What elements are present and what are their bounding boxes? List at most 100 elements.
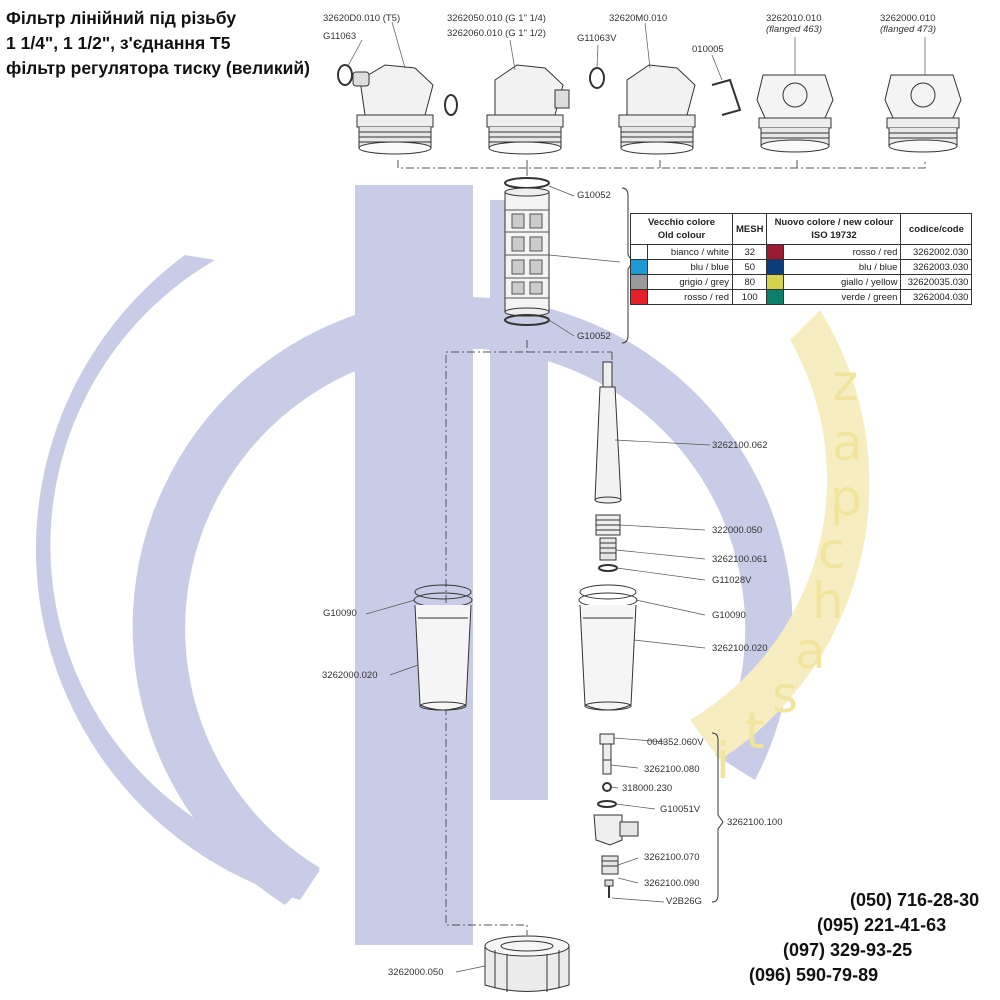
adapter-061 [599,537,617,561]
bracket [711,732,724,903]
mesh-value: 32 [731,244,768,260]
part-label: 3262050.010 (G 1" 1/4) [447,13,546,24]
watermark-letter: h [812,572,844,630]
part-label: G10052 [577,190,611,201]
new-color-name: rosso / red [783,244,902,260]
title-line: 1 1/4", 1 1/2", з'єднання Т5 [6,33,231,53]
header-old-colour: Vecchio colore Old colour [630,213,733,245]
old-color-name: rosso / red [647,289,733,305]
header-text: Old colour [657,230,706,241]
part-label: 004352.060V [647,737,704,748]
watermark-logo-left-arc [35,255,320,900]
part-label: G10090 [712,610,746,621]
housing-m [618,64,696,155]
watermark-letter: z [832,354,858,412]
part-code: 3262004.030 [900,289,973,305]
part-label: 322000.050 [712,525,763,536]
part-label: G10090 [323,608,357,619]
housing-flanged-473 [884,74,962,153]
watermark-letter: i [716,732,730,790]
new-color-name: verde / green [783,289,902,305]
part-label: 3262100.070 [644,852,700,863]
table-row: bianco / white 32 rosso / red 3262002.03… [630,244,973,260]
housing-flanged-463 [756,74,834,153]
adapter-322000 [595,514,621,536]
old-color-name: bianco / white [647,244,733,260]
watermark-letter: a [832,414,863,472]
part-label: G10051V [660,804,701,815]
rod [594,361,622,504]
part-label: 3262000.020 [322,670,378,681]
clip-010005 [711,78,742,116]
phone-number[interactable]: (095) 221-41-63 [817,915,947,935]
part-label: 32620M0.010 [609,13,668,24]
o-ring [589,67,605,89]
watermark-yellow-arc [690,310,870,760]
o-ring [598,564,618,572]
header-text: Vecchio colore [647,217,716,228]
new-color-name: giallo / yellow [783,274,902,290]
mesh-value: 50 [731,259,768,275]
part-label: 3262100.100 [727,817,783,828]
part-label: 3262100.080 [644,764,700,775]
table-row: blu / blue 50 blu / blue 3262003.030 [630,259,973,275]
part-label: 3262010.010 [766,13,822,24]
header-code: codice/code [900,213,973,245]
old-color-name: grigio / grey [647,274,733,290]
header-mesh: MESH [731,213,768,245]
part-label: G11063V [577,33,617,44]
table-row: rosso / red 100 verde / green 3262004.03… [630,289,973,305]
watermark-letter: s [772,666,798,724]
old-color-swatch [630,274,648,290]
title-line: Фільтр лінійний під різьбу [6,8,237,28]
old-color-swatch [630,244,648,260]
part-label: (flanged 463) [766,24,822,35]
new-color-swatch [766,244,785,260]
old-color-swatch [630,259,648,275]
part-label: 32620D0.010 (T5) [323,13,401,24]
part-label: 3262100.061 [712,554,768,565]
part-label: (flanged 473) [880,24,936,35]
phone-number[interactable]: (097) 329-93-25 [783,940,913,960]
table-row: grigio / grey 80 giallo / yellow 3262003… [630,274,973,290]
part-label: 3262060.010 (G 1" 1/2) [447,28,546,39]
bowl-left [413,584,473,711]
header-text: Nuovo colore / new colour [774,217,894,228]
watermark-letter: p [830,469,862,527]
housing-g114 [486,64,570,155]
o-ring-top [504,177,550,189]
part-label: 3262000.050 [388,967,444,978]
header-text: ISO 19732 [811,230,857,241]
part-label: G10052 [577,331,611,342]
o-ring [337,64,353,86]
part-label: 3262100.062 [712,440,768,451]
watermark-logo-bar-left [355,185,473,945]
part-label: 3262100.090 [644,878,700,889]
new-color-swatch [766,289,785,305]
phone-number[interactable]: (096) 590-79-89 [749,965,879,985]
part-code: 32620035.030 [900,274,973,290]
new-color-name: blu / blue [783,259,902,275]
part-label: G11063 [323,31,357,42]
part-label: 010005 [692,44,724,55]
page-title: Фільтр лінійний під різьбу 1 1/4", 1 1/2… [6,6,310,81]
part-label: 3262000.010 [880,13,936,24]
mesh-color-table: Vecchio colore Old colour MESH Nuovo col… [630,213,973,305]
part-code: 3262002.030 [900,244,973,260]
mesh-value: 80 [731,274,768,290]
part-label: 318000.230 [622,783,673,794]
old-color-name: blu / blue [647,259,733,275]
header-new-colour: Nuovo colore / new colour ISO 19732 [766,213,902,245]
title-line: фільтр регулятора тиску (великий) [6,58,310,78]
part-label: 3262100.020 [712,643,768,654]
filter-cartridge [504,187,550,317]
part-label: V2B26G [666,896,702,907]
phone-number[interactable]: (050) 716-28-30 [850,890,980,910]
ring-nut [484,935,570,992]
housing-t5 [352,64,434,155]
new-color-swatch [766,274,785,290]
mesh-value: 100 [731,289,768,305]
watermark-letter: a [795,622,826,680]
new-color-swatch [766,259,785,275]
